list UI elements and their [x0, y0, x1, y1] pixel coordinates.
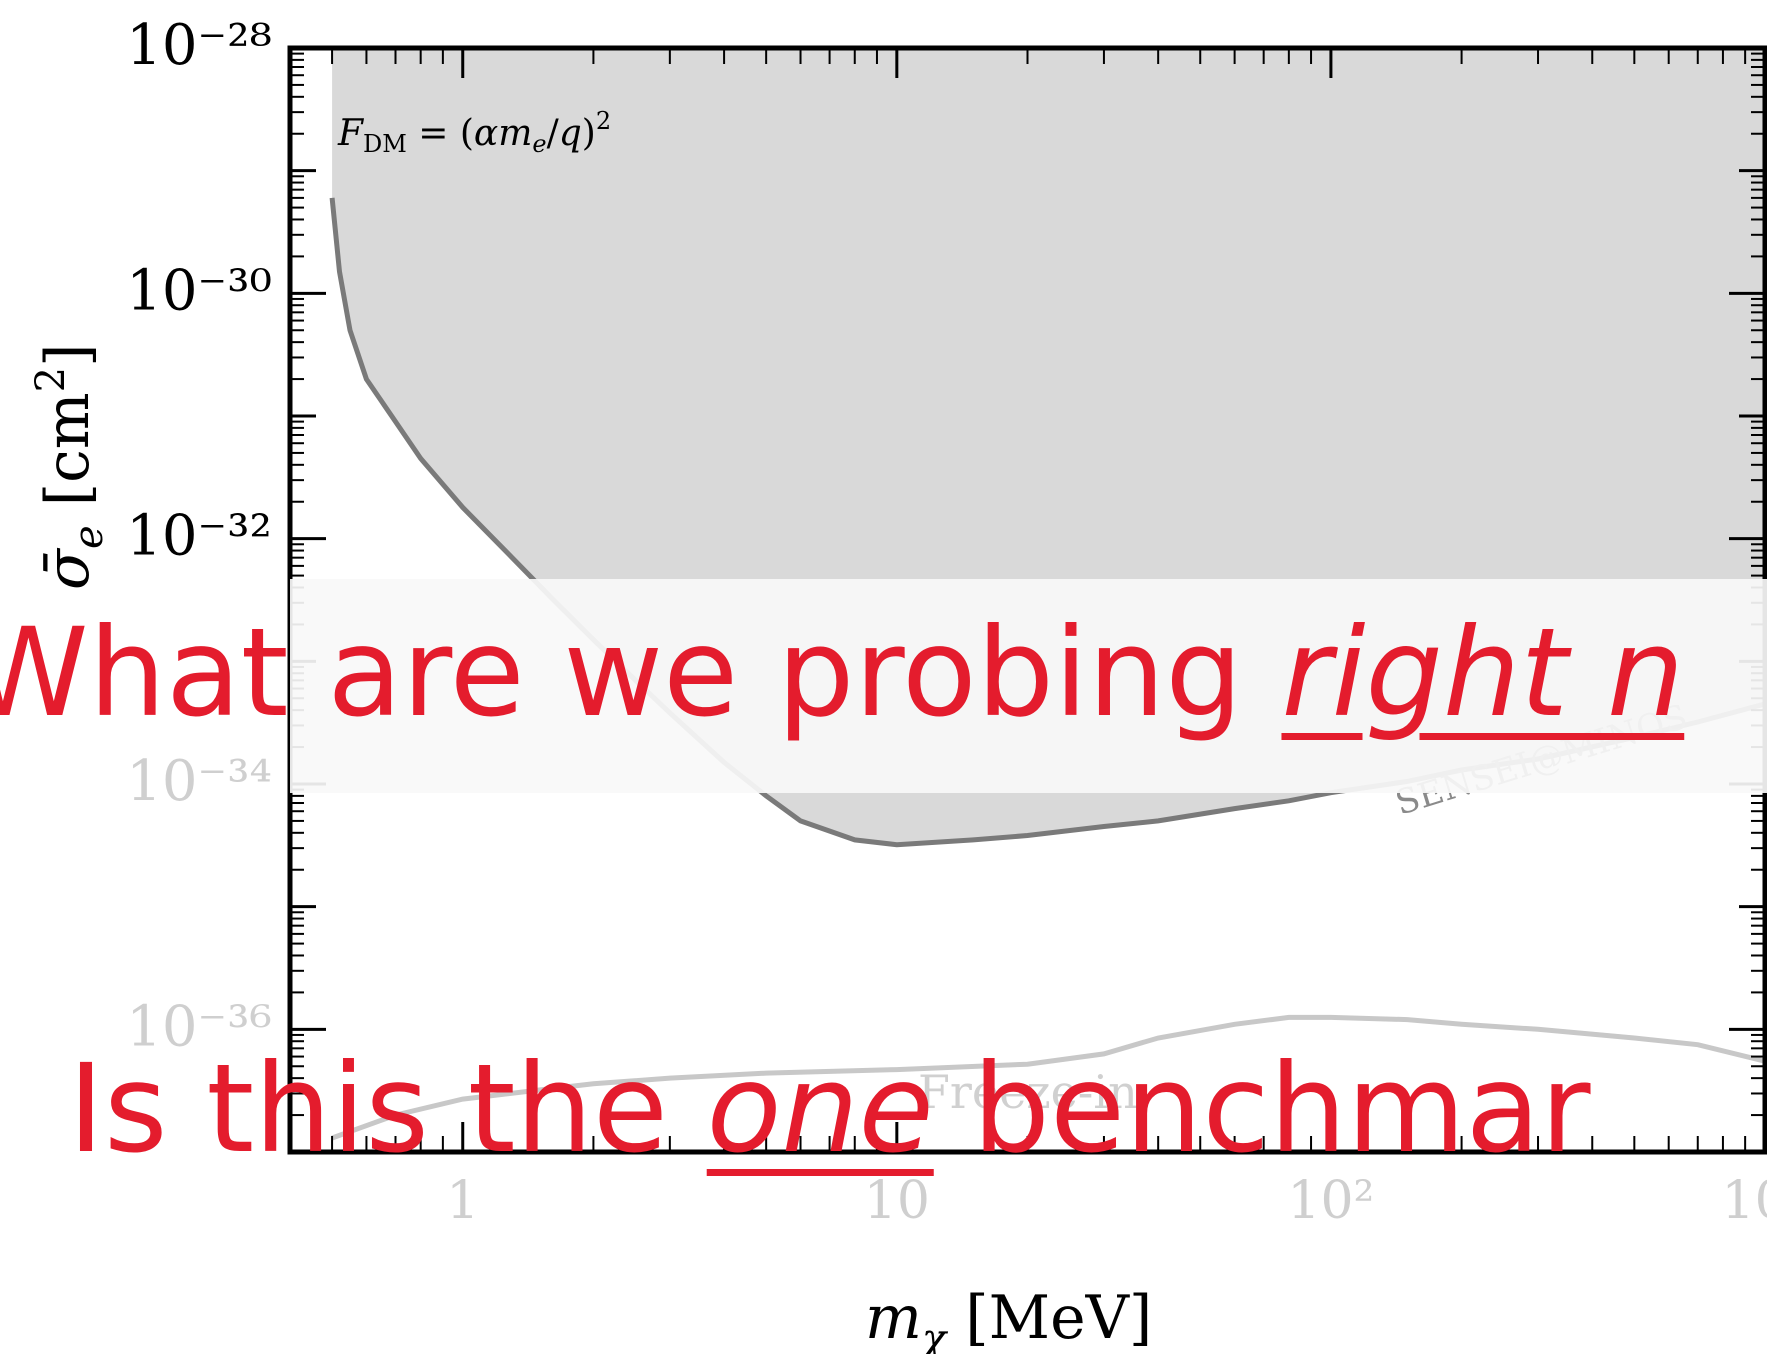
overlay-band: [290, 579, 1767, 793]
y-tick-label: 10⁻²⁸: [126, 13, 272, 78]
y-tick-label: 10⁻³⁰: [126, 258, 272, 323]
question-1-text: What are we probing: [0, 602, 1282, 744]
series-line-freeze-in: [331, 1014, 1766, 1141]
x-tick-label: 10³: [1721, 1171, 1767, 1231]
question-2-emphasis: one: [706, 1038, 934, 1180]
overlay-question-2: Is this the one benchmar: [68, 1048, 1591, 1170]
x-axis-label: mχ [MeV]: [865, 1283, 1152, 1354]
series-label-freeze-in: Freeze-in: [918, 1065, 1138, 1119]
y-tick-label: 10⁻³⁴: [126, 749, 272, 814]
question-2-text-end: benchmar: [933, 1038, 1591, 1180]
annotation-form-factor: FDM = (αme/q)2: [337, 107, 611, 158]
x-tick-label: 1: [446, 1171, 479, 1231]
question-2-text: Is this the: [68, 1038, 707, 1180]
x-tick-label: 10: [864, 1171, 930, 1231]
question-1-emphasis: right n: [1281, 602, 1685, 744]
y-axis-label: σ̄e [cm2]: [28, 344, 112, 591]
overlay-question-1: What are we probing right n: [0, 612, 1684, 734]
y-tick-label: 10⁻³⁶: [126, 994, 272, 1059]
x-tick-label: 10²: [1287, 1171, 1374, 1231]
y-tick-label: 10⁻³²: [126, 504, 272, 569]
